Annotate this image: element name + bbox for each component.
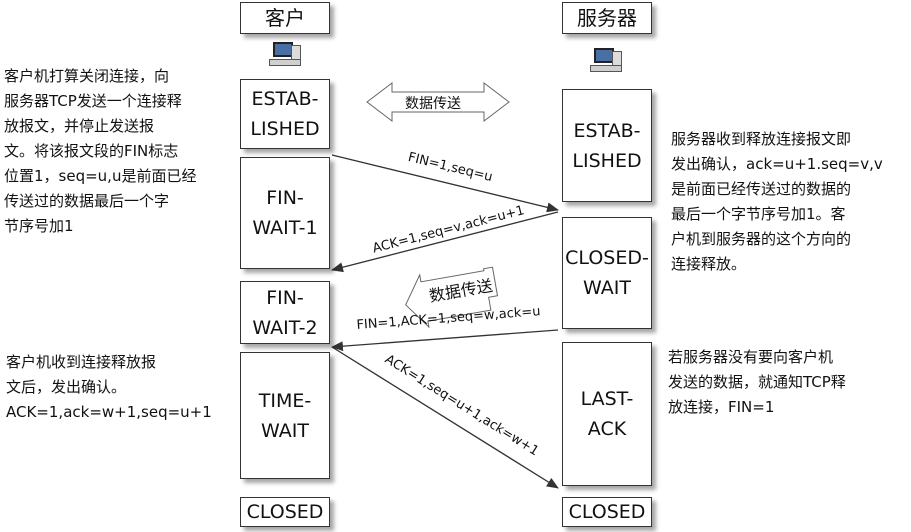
client-state-established: ESTAB- LISHED xyxy=(240,79,330,149)
msg-arrow-final-ack xyxy=(331,346,559,489)
client-header: 客户 xyxy=(240,2,330,34)
client-state-fin-wait-2: FIN- WAIT-2 xyxy=(240,281,330,344)
data-transfer-left-arrow xyxy=(405,266,499,329)
data-transfer-label-top: 数据传送 xyxy=(405,96,461,112)
msg-arrow-ack xyxy=(331,211,559,273)
msg-arrow-fin-ack xyxy=(331,329,559,352)
note-client-final: 客户机收到连接释放报 文后，发出确认。 ACK=1,ack=w+1,seq=u+… xyxy=(6,353,212,421)
note-server-fin: 若服务器没有要向客户机 发送的数据，就通知TCP释 放连接，FIN=1 xyxy=(668,348,846,416)
client-state-closed: CLOSED xyxy=(240,497,330,527)
client-state-fin-wait-1: FIN- WAIT-1 xyxy=(240,157,330,269)
server-state-closed-wait: CLOSED- WAIT xyxy=(562,217,652,329)
server-state-established: ESTAB- LISHED xyxy=(562,89,652,202)
note-client-close: 客户机打算关闭连接，向 服务器TCP发送一个连接释 放报文，并停止发送报 文。将… xyxy=(4,67,197,235)
client-state-time-wait: TIME- WAIT xyxy=(240,352,330,479)
note-server-ack: 服务器收到释放连接报文即 发出确认，ack=u+1.seq=v,v 是前面已经传… xyxy=(671,130,883,273)
computer-icon xyxy=(590,48,624,74)
msg-arrow-fin xyxy=(331,154,559,213)
data-transfer-double-arrow xyxy=(366,81,510,123)
server-state-last-ack: LAST- ACK xyxy=(562,342,652,486)
server-state-closed: CLOSED xyxy=(562,497,652,527)
server-header: 服务器 xyxy=(562,2,652,34)
computer-icon xyxy=(269,42,303,68)
